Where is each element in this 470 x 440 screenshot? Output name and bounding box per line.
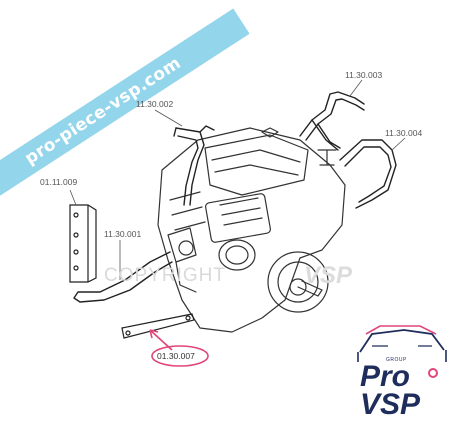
leader-01-11-009 [69, 189, 77, 206]
bracket-01-11-009 [69, 204, 97, 283]
hose-11-30-003 [299, 91, 365, 137]
strap-01-30-007 [121, 313, 195, 339]
logo-text-group: GROUP [386, 357, 407, 363]
logo-dot-icon [428, 368, 438, 378]
valve-cover [204, 134, 309, 196]
oil-cap [317, 149, 337, 166]
engine-block [157, 127, 346, 333]
crank-pulley [267, 251, 329, 313]
leader-11-30-002 [154, 109, 183, 127]
part-label-01-30-007: 01.30.007 [157, 351, 195, 361]
hose-11-30-001 [73, 251, 173, 303]
watermark-brand: VSP [304, 262, 353, 289]
hose-11-30-002 [175, 127, 205, 206]
logo-text-pro: Pro [360, 360, 411, 393]
pro-vsp-logo [357, 325, 447, 362]
part-label-11-30-001: 11.30.001 [104, 229, 142, 239]
hose-11-30-004 [339, 139, 397, 209]
part-label-01-11-009: 01.11.009 [40, 177, 78, 187]
part-label-11-30-002: 11.30.002 [136, 99, 174, 109]
part-label-11-30-003: 11.30.003 [345, 70, 383, 80]
leader-11-30-003 [349, 79, 363, 97]
highlight-01-30-007 [149, 329, 209, 367]
starter-motor [218, 239, 256, 271]
leader-11-30-004 [391, 137, 406, 151]
copyright-watermark: COPYRIGHT [104, 265, 226, 286]
logo-text-vsp: VSP [360, 388, 421, 421]
part-label-11-30-004: 11.30.004 [385, 128, 423, 138]
manifold [205, 193, 271, 243]
